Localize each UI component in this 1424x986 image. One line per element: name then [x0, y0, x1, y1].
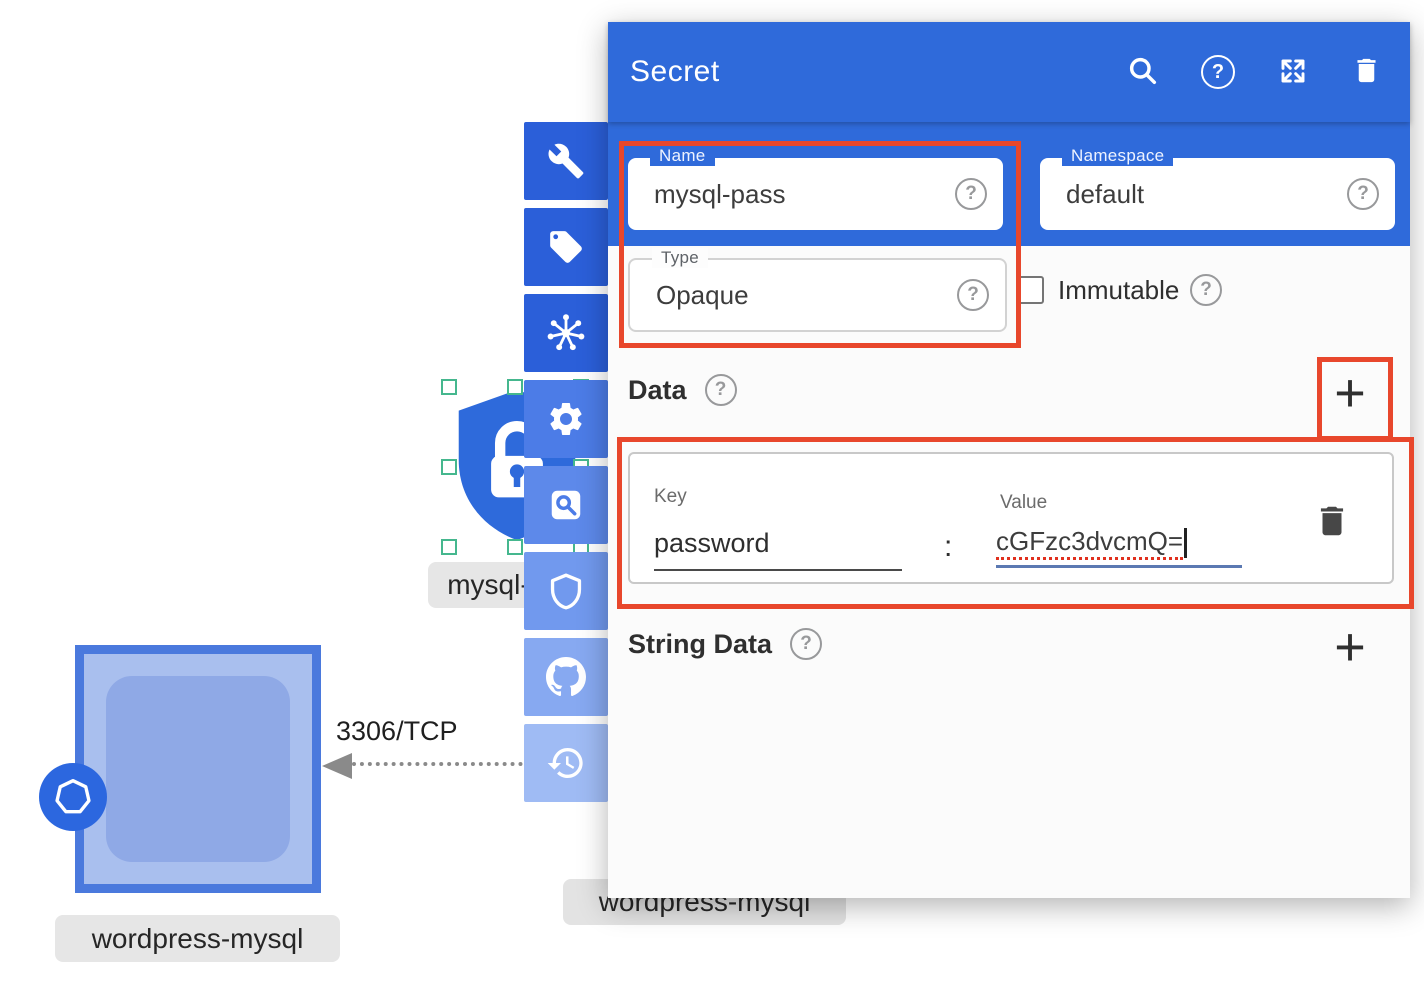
panel-header-actions: ?	[1127, 55, 1410, 90]
toolbar-github-button[interactable]	[524, 638, 608, 716]
github-icon	[546, 657, 586, 697]
help-icon: ?	[1201, 55, 1235, 89]
namespace-help-icon[interactable]: ?	[1347, 178, 1379, 210]
toolbar-kubernetes-button[interactable]	[524, 294, 608, 372]
add-data-button[interactable]: +	[1326, 366, 1374, 420]
deployment-node[interactable]	[75, 645, 321, 893]
deployment-node-label: wordpress-mysql	[55, 915, 340, 962]
gear-icon	[550, 403, 582, 435]
key-label: Key	[654, 486, 687, 507]
selection-handle[interactable]	[441, 459, 457, 475]
immutable-label: Immutable	[1058, 275, 1180, 305]
data-kv-row: Key password : Value cGFzc3dvcmQ=	[628, 452, 1394, 584]
search-button[interactable]	[1127, 55, 1159, 90]
toolbar-wrench-button[interactable]	[524, 122, 608, 200]
name-help-icon[interactable]: ?	[955, 178, 987, 210]
type-help-icon[interactable]: ?	[957, 279, 989, 311]
expand-icon	[1281, 59, 1305, 82]
toolbar-doc-search-button[interactable]	[524, 466, 608, 544]
kubernetes-wheel-icon	[547, 314, 585, 351]
tag-icon	[550, 231, 582, 263]
panel-header: Secret ?	[608, 22, 1410, 122]
selection-handle[interactable]	[441, 539, 457, 555]
add-string-data-button[interactable]: +	[1326, 620, 1374, 674]
text-cursor	[1184, 528, 1187, 559]
pod-heptagon-icon	[55, 779, 91, 814]
toolbar-settings-button[interactable]	[524, 380, 608, 458]
namespace-field-value[interactable]: default	[1066, 178, 1145, 209]
key-input[interactable]: password	[654, 528, 902, 571]
string-data-section-heading: String Data ?	[628, 628, 823, 660]
trash-icon	[1357, 58, 1376, 83]
namespace-field-label: Namespace	[1062, 146, 1174, 166]
pod-badge[interactable]	[39, 763, 107, 831]
edge-arrowhead-icon	[322, 753, 352, 779]
wrench-icon	[548, 143, 584, 179]
trash-icon	[1320, 506, 1344, 536]
string-data-heading-label: String Data	[628, 628, 773, 659]
diagram-toolbar	[524, 122, 608, 802]
type-field-value[interactable]: Opaque	[656, 279, 749, 310]
data-heading-label: Data	[628, 374, 687, 405]
value-text: cGFzc3dvcmQ=	[996, 526, 1184, 560]
name-field-value[interactable]: mysql-pass	[654, 178, 786, 209]
toolbar-tag-button[interactable]	[524, 208, 608, 286]
namespace-field[interactable]: Namespace default ?	[1040, 146, 1395, 230]
toolbar-history-button[interactable]	[524, 724, 608, 802]
expand-button[interactable]	[1277, 55, 1309, 90]
deployment-node-inner	[106, 676, 290, 862]
connection-edge[interactable]	[352, 762, 610, 766]
selection-handle[interactable]	[507, 379, 523, 395]
secret-editor-panel: Secret ?	[608, 22, 1414, 898]
name-field[interactable]: Name mysql-pass ?	[628, 146, 1003, 230]
doc-search-icon	[551, 490, 581, 520]
search-icon	[1129, 57, 1157, 84]
value-input[interactable]: cGFzc3dvcmQ=	[996, 526, 1242, 569]
selection-handle[interactable]	[441, 379, 457, 395]
delete-button[interactable]	[1351, 55, 1382, 89]
type-field[interactable]: Type Opaque ?	[628, 248, 1007, 332]
type-field-label: Type	[652, 248, 709, 268]
name-field-label: Name	[650, 146, 715, 166]
panel-title: Secret	[630, 55, 720, 88]
selection-handle[interactable]	[507, 539, 523, 555]
string-data-help-icon[interactable]: ?	[790, 628, 823, 660]
edge-port-label: 3306/TCP	[336, 716, 458, 746]
help-button[interactable]: ?	[1201, 55, 1235, 89]
data-help-icon[interactable]: ?	[704, 374, 737, 406]
history-icon	[547, 748, 583, 778]
immutable-help-icon[interactable]: ?	[1190, 274, 1222, 306]
toolbar-shield-button[interactable]	[524, 552, 608, 630]
delete-data-row-button[interactable]	[1312, 502, 1352, 542]
kv-separator: :	[944, 530, 953, 563]
immutable-checkbox[interactable]	[1016, 276, 1044, 304]
data-section-heading: Data ?	[628, 374, 737, 406]
shield-icon	[550, 573, 582, 610]
value-label: Value	[1000, 492, 1048, 513]
